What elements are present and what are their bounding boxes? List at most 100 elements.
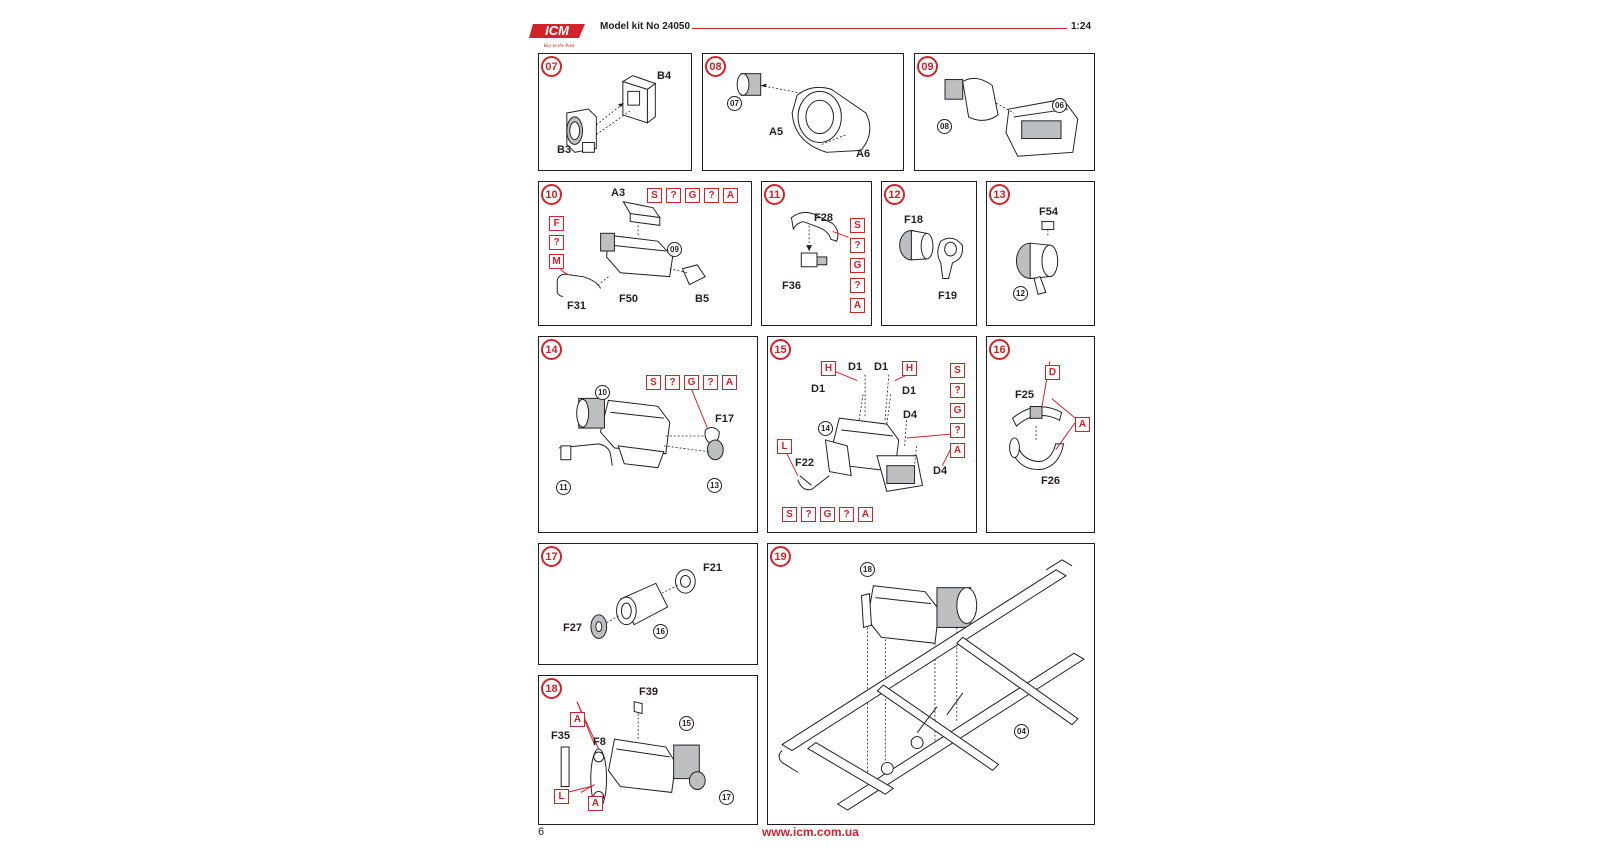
paint-tag-d: D	[1045, 365, 1060, 380]
step-14-panel: 14 10 S ? G ? A F17 11 13	[538, 336, 758, 533]
step-16-panel: 16 D F25 A F26	[986, 336, 1095, 533]
label-b4: B4	[657, 70, 672, 82]
step-19-panel: 19 18 04	[767, 543, 1095, 825]
ref-07: 07	[727, 96, 742, 111]
label-f22: F22	[795, 457, 814, 469]
step-15-panel: 15 H D1 D1 H D1 D1 D4 14 L F22 D4 S ? G …	[767, 336, 977, 533]
step-13-number: 13	[989, 184, 1010, 205]
step-09-number: 09	[917, 56, 938, 77]
label-b5: B5	[695, 293, 710, 305]
paint-tag-q1: ?	[850, 238, 865, 253]
paint-tag-a1: A	[570, 712, 585, 727]
label-f8: F8	[593, 736, 606, 748]
paint-tag-a-bottom: A	[858, 507, 873, 522]
label-f19: F19	[938, 290, 957, 302]
paint-tag-g-right: G	[950, 403, 965, 418]
paint-tag-l: L	[554, 789, 569, 804]
header-rule	[692, 28, 1067, 29]
ref-14: 14	[818, 421, 833, 436]
label-b3: B3	[557, 144, 572, 156]
label-d4-b: D4	[933, 465, 948, 477]
label-f18: F18	[904, 214, 923, 226]
logo-text: ICM	[545, 23, 570, 38]
paint-tag-s: S	[646, 375, 661, 390]
label-a5: A5	[769, 126, 784, 138]
step-18-panel: 18 F39 15 A F35 F8 L A 17	[538, 675, 758, 825]
step-12-number: 12	[884, 184, 905, 205]
paint-tag-q1: ?	[665, 375, 680, 390]
step-08-drawing	[736, 73, 871, 153]
step-15-drawing	[785, 370, 953, 492]
ref-11: 11	[556, 480, 571, 495]
label-a3: A3	[611, 187, 626, 199]
paint-tag-q2: ?	[850, 278, 865, 293]
paint-tag-h2: H	[902, 361, 917, 376]
step-19-drawing	[778, 559, 1085, 811]
step-08-panel: 08 07 A5 A6	[702, 53, 904, 171]
page-number: 6	[538, 826, 545, 838]
paint-tag-g: G	[685, 188, 700, 203]
step-08-number: 08	[705, 56, 726, 77]
scale-label: 1:24	[1071, 21, 1092, 32]
paint-tag-s-bottom: S	[782, 507, 797, 522]
paint-tag-q1: ?	[666, 188, 681, 203]
label-d1-b: D1	[874, 361, 889, 373]
ref-08: 08	[937, 119, 952, 134]
label-d4-a: D4	[903, 409, 918, 421]
ref-15: 15	[679, 716, 694, 731]
ref-16: 16	[653, 624, 668, 639]
ref-18: 18	[860, 562, 875, 577]
label-f26: F26	[1041, 475, 1060, 487]
step-13-panel: 13 F54 12	[986, 181, 1095, 326]
paint-tag-q2: ?	[704, 188, 719, 203]
step-10-drawing	[554, 201, 706, 297]
step-17-drawing	[590, 569, 696, 639]
paint-tag-q2-right: ?	[950, 423, 965, 438]
label-f31: F31	[567, 300, 586, 312]
step-10-number: 10	[541, 184, 562, 205]
step-18-drawing	[559, 701, 706, 809]
paint-tag-g-bottom: G	[820, 507, 835, 522]
paint-tag-a2: A	[588, 796, 603, 811]
step-07-number: 07	[541, 56, 562, 77]
step-13-drawing	[1015, 221, 1059, 295]
paint-tag-m: M	[549, 254, 564, 269]
model-kit-number: Model kit No 24050	[600, 21, 691, 32]
label-f50: F50	[619, 293, 638, 305]
label-a6: A6	[856, 148, 871, 160]
paint-tag-q3: ?	[549, 235, 564, 250]
paint-tag-s-right: S	[950, 363, 965, 378]
step-16-number: 16	[989, 339, 1010, 360]
step-17-number: 17	[541, 546, 562, 567]
ref-12: 12	[1013, 286, 1028, 301]
label-f54: F54	[1039, 206, 1058, 218]
label-f21: F21	[703, 562, 722, 574]
label-f39: F39	[639, 686, 658, 698]
paint-tag-a-right: A	[950, 443, 965, 458]
paint-tag-f: F	[549, 216, 564, 231]
step-19-number: 19	[770, 546, 791, 567]
label-f17: F17	[715, 413, 734, 425]
label-d1-a: D1	[848, 361, 863, 373]
step-11-drawing	[790, 211, 849, 268]
paint-tag-s: S	[850, 218, 865, 233]
ref-10: 10	[595, 385, 610, 400]
step-12-drawing	[899, 229, 964, 279]
paint-tag-s: S	[647, 188, 662, 203]
website-link[interactable]: www.icm.com.ua	[762, 825, 859, 839]
step-09-drawing	[944, 77, 1079, 157]
paint-tag-q2: ?	[703, 375, 718, 390]
paint-tag-a: A	[1075, 417, 1090, 432]
label-f25: F25	[1015, 389, 1034, 401]
step-12-panel: 12 F18 F19	[881, 181, 977, 326]
paint-tag-q1-right: ?	[950, 383, 965, 398]
paint-tag-a: A	[722, 375, 737, 390]
icm-logo: ICM Key to the Past	[529, 23, 585, 49]
paint-tag-h1: H	[821, 361, 836, 376]
paint-tag-a: A	[850, 298, 865, 313]
ref-17: 17	[719, 790, 734, 805]
step-17-panel: 17 F21 F27 16	[538, 543, 758, 665]
label-f27: F27	[563, 622, 582, 634]
paint-tag-g: G	[850, 258, 865, 273]
ref-04: 04	[1014, 724, 1029, 739]
